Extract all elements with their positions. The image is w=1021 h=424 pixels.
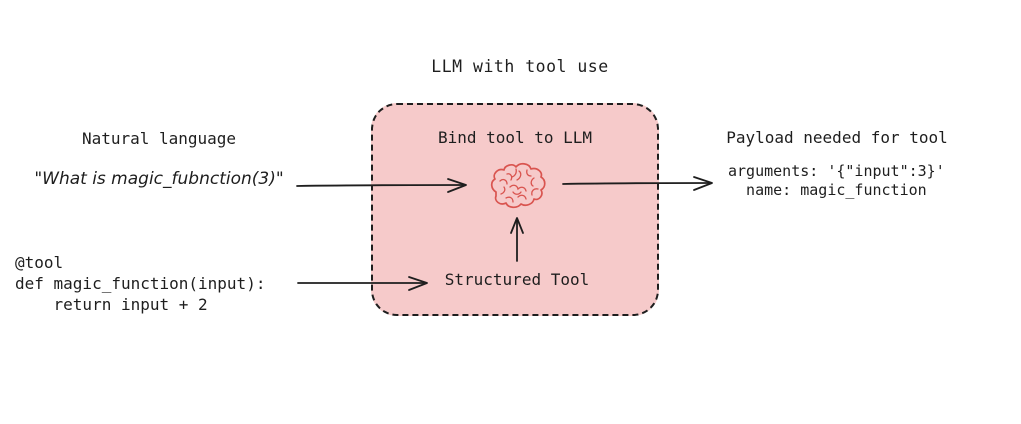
diagram-title: LLM with tool use <box>431 57 609 76</box>
tool-code-block: @tool def magic_function(input): return … <box>15 252 265 315</box>
bind-tool-heading: Bind tool to LLM <box>437 128 593 147</box>
natural-language-heading: Natural language <box>81 129 237 148</box>
brain-folds <box>499 168 539 203</box>
structured-tool-label: Structured Tool <box>444 270 590 289</box>
code-line-decorator: @tool <box>15 253 64 272</box>
code-line-return: return input + 2 <box>15 295 208 314</box>
code-line-def: def magic_function(input): <box>15 274 266 293</box>
brain-outline <box>490 163 546 209</box>
brain-icon <box>486 161 548 211</box>
payload-line-name: name: magic_function <box>728 181 927 199</box>
payload-heading: Payload needed for tool <box>726 128 948 147</box>
payload-block: arguments: '{"input":3}' name: magic_fun… <box>728 162 945 200</box>
natural-language-quote: "What is magic_fubnction(3)" <box>34 169 284 189</box>
payload-line-arguments: arguments: '{"input":3}' <box>728 162 945 180</box>
